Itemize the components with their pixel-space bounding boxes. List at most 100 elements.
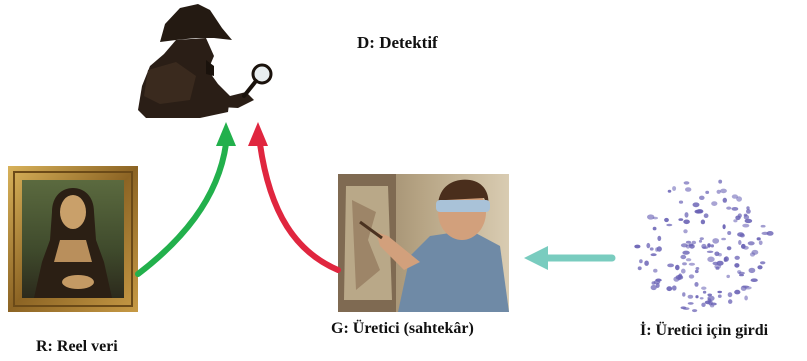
noise-dot: [680, 254, 687, 260]
noise-dot: [749, 252, 756, 257]
noise-dot: [760, 224, 766, 228]
noise-dot: [722, 224, 726, 230]
noise-dot: [741, 243, 746, 249]
noise-dot: [673, 276, 680, 282]
noise-dot: [650, 253, 657, 257]
noise-dot: [717, 290, 722, 294]
noise-dot: [678, 218, 684, 221]
noise-dot: [731, 207, 739, 211]
real-data-label: R: Reel veri: [36, 338, 118, 355]
noise-dot: [699, 297, 704, 300]
noise-dot: [738, 240, 742, 245]
noise-dot: [717, 294, 722, 298]
noise-dot: [721, 237, 726, 241]
noise-dot: [743, 214, 750, 220]
noise-dot: [682, 250, 690, 255]
noise-dot: [695, 267, 700, 270]
noise-dot: [683, 219, 690, 225]
noise-dot: [742, 223, 750, 228]
noise-dot: [744, 295, 748, 301]
noise-dot: [766, 231, 774, 236]
noise-dot: [758, 240, 763, 246]
noise-dot: [747, 241, 755, 246]
noise-dot: [652, 226, 657, 231]
noise-dot: [746, 206, 750, 210]
noise-dot: [756, 237, 761, 241]
noise-dot: [734, 255, 740, 260]
generator-input-label: İ: Üretici için girdi: [640, 322, 769, 339]
input-arrow: [524, 246, 616, 270]
noise-dot: [651, 281, 656, 285]
noise-dot: [666, 223, 673, 227]
noise-dot: [704, 300, 711, 305]
noise-dot: [731, 194, 739, 199]
noise-dot: [728, 299, 733, 304]
noise-dot: [737, 232, 745, 237]
noise-dot: [647, 214, 655, 220]
noise-dot: [707, 293, 712, 297]
noise-dot: [726, 246, 732, 251]
noise-dot: [703, 213, 709, 218]
noise-dot: [712, 238, 720, 244]
noise-dot: [699, 195, 705, 200]
noise-dot: [700, 219, 706, 225]
noise-dot: [733, 219, 738, 223]
noise-dot: [687, 302, 694, 305]
noise-dot: [655, 283, 660, 288]
noise-dot: [634, 244, 641, 249]
noise-dot: [710, 302, 717, 306]
noise-dot: [666, 286, 673, 292]
noise-dot: [723, 257, 727, 262]
noise-dot: [678, 200, 684, 204]
noise-dot: [694, 209, 703, 214]
noise-dot: [698, 239, 703, 243]
noise-dot: [734, 263, 740, 268]
noise-dot: [682, 292, 686, 297]
noise-dot: [701, 243, 707, 249]
noise-dot: [691, 240, 697, 245]
noise-dot: [701, 302, 706, 307]
noise-dot: [717, 253, 722, 257]
noise-dot: [714, 264, 722, 269]
noise-dot: [734, 289, 741, 295]
noise-dot: [740, 285, 747, 291]
noise-dot: [653, 268, 658, 273]
noise-dot: [720, 188, 727, 194]
detective-label: D: Detektif: [357, 33, 438, 52]
noise-dot: [705, 190, 710, 194]
noise-dot: [735, 215, 741, 221]
detective-with-magnifier-icon: [138, 4, 273, 118]
noise-dot: [748, 267, 756, 274]
noise-dot: [639, 259, 643, 264]
noise-dot: [727, 231, 732, 235]
noise-dot: [688, 262, 696, 266]
noise-dot: [726, 274, 730, 279]
noise-dot: [701, 286, 707, 290]
noise-dot: [646, 242, 651, 249]
noise-dot: [718, 179, 723, 184]
noise-dot: [707, 256, 715, 263]
noise-dot: [692, 202, 700, 208]
noise-dot: [702, 290, 707, 294]
noise-dot: [757, 265, 763, 270]
noise-dot: [744, 218, 753, 224]
noise-dot: [694, 269, 699, 274]
noise-dot: [672, 285, 677, 291]
noise-dot: [685, 258, 692, 262]
generator-label: G: Üretici (sahtekâr): [331, 320, 474, 337]
noise-dot: [738, 271, 745, 275]
noise-dot: [688, 274, 695, 279]
noise-dot: [761, 231, 769, 235]
noise-dot: [667, 189, 672, 193]
noise-dot: [683, 229, 688, 234]
noise-dot: [681, 268, 686, 274]
noise-dot: [682, 262, 687, 266]
noise-dot: [650, 284, 657, 291]
noise-dot: [687, 294, 694, 299]
noise-dot: [656, 246, 662, 252]
blindfolded-painter-icon: [338, 174, 509, 312]
noise-dot: [685, 187, 692, 192]
noise-dot: [683, 181, 690, 185]
noise-dot: [692, 309, 698, 313]
